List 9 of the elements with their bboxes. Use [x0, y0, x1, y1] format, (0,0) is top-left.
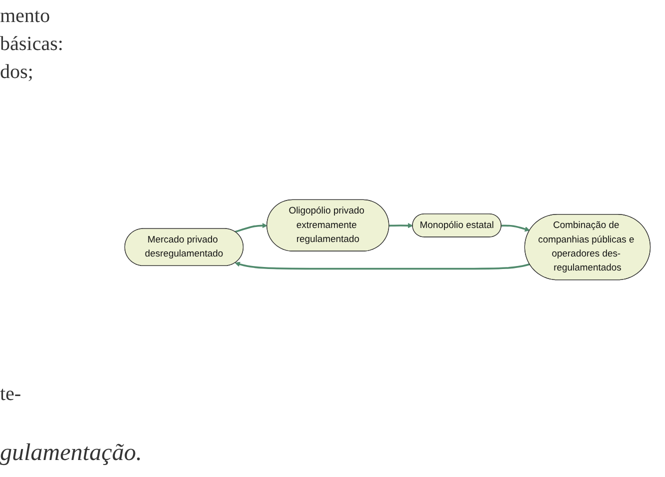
- text-fragment: te-: [0, 383, 22, 406]
- text-fragment: básicas:: [0, 33, 64, 56]
- text-fragment: mento: [0, 5, 50, 28]
- arrow: [389, 223, 413, 228]
- arrow: [234, 262, 530, 270]
- arrow: [234, 223, 268, 233]
- text-fragment: dos;: [0, 61, 34, 84]
- arrow: [501, 224, 530, 232]
- text-fragment: gulamentação.: [0, 440, 142, 467]
